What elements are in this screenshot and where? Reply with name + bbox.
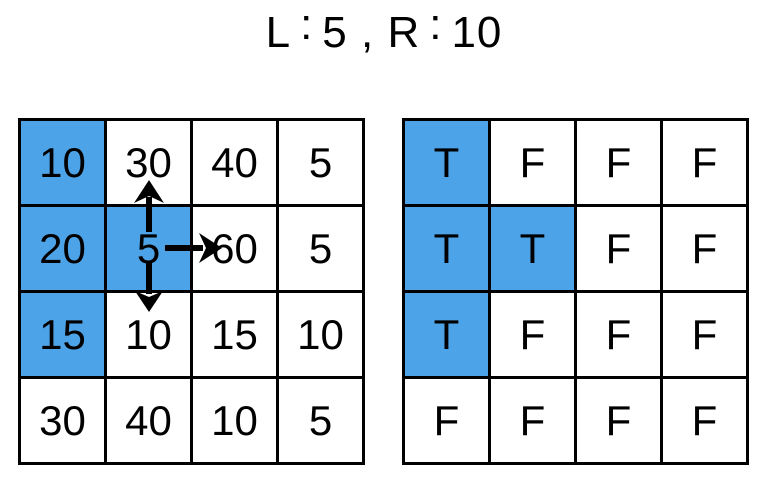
right-cell-r0c2: F	[577, 121, 663, 207]
right-cell-r2c3: F	[663, 293, 749, 379]
left-cell-r3c0: 30	[21, 379, 107, 465]
left-cell-r0c2: 40	[193, 121, 279, 207]
left-cell-r0c0: 10	[21, 121, 107, 207]
title-colon: :	[429, 0, 443, 49]
left-cell-r3c1: 40	[107, 379, 193, 465]
title-text: 5 , R	[322, 8, 421, 57]
left-cell-r1c0: 20	[21, 207, 107, 293]
right-cell-r2c0: T	[405, 293, 491, 379]
right-cell-r1c3: F	[663, 207, 749, 293]
right-cell-r0c0: T	[405, 121, 491, 207]
left-cell-r3c2: 10	[193, 379, 279, 465]
right-cell-r1c1: T	[491, 207, 577, 293]
left-cell-r2c2: 15	[193, 293, 279, 379]
left-cell-r2c1: 10	[107, 293, 193, 379]
page-title: L:5 , R:10	[0, 0, 768, 66]
title-text: L	[265, 8, 292, 57]
right-cell-r0c3: F	[663, 121, 749, 207]
left-cell-r2c0: 15	[21, 293, 107, 379]
left-cell-r2c3: 10	[279, 293, 365, 379]
title-text: 10	[451, 8, 503, 57]
right-cell-r1c0: T	[405, 207, 491, 293]
right-cell-r2c1: F	[491, 293, 577, 379]
left-cell-r3c3: 5	[279, 379, 365, 465]
left-cell-r1c1: 5	[107, 207, 193, 293]
right-cell-r1c2: F	[577, 207, 663, 293]
right-cell-r3c1: F	[491, 379, 577, 465]
left-cell-r1c2: 60	[193, 207, 279, 293]
right-cell-r2c2: F	[577, 293, 663, 379]
left-cell-r0c1: 30	[107, 121, 193, 207]
right-cell-r3c3: F	[663, 379, 749, 465]
right-cell-r3c2: F	[577, 379, 663, 465]
left-cell-r0c3: 5	[279, 121, 365, 207]
right-cell-r0c1: F	[491, 121, 577, 207]
left-cell-r1c3: 5	[279, 207, 365, 293]
title-colon: :	[300, 0, 314, 49]
right-cell-r3c0: F	[405, 379, 491, 465]
